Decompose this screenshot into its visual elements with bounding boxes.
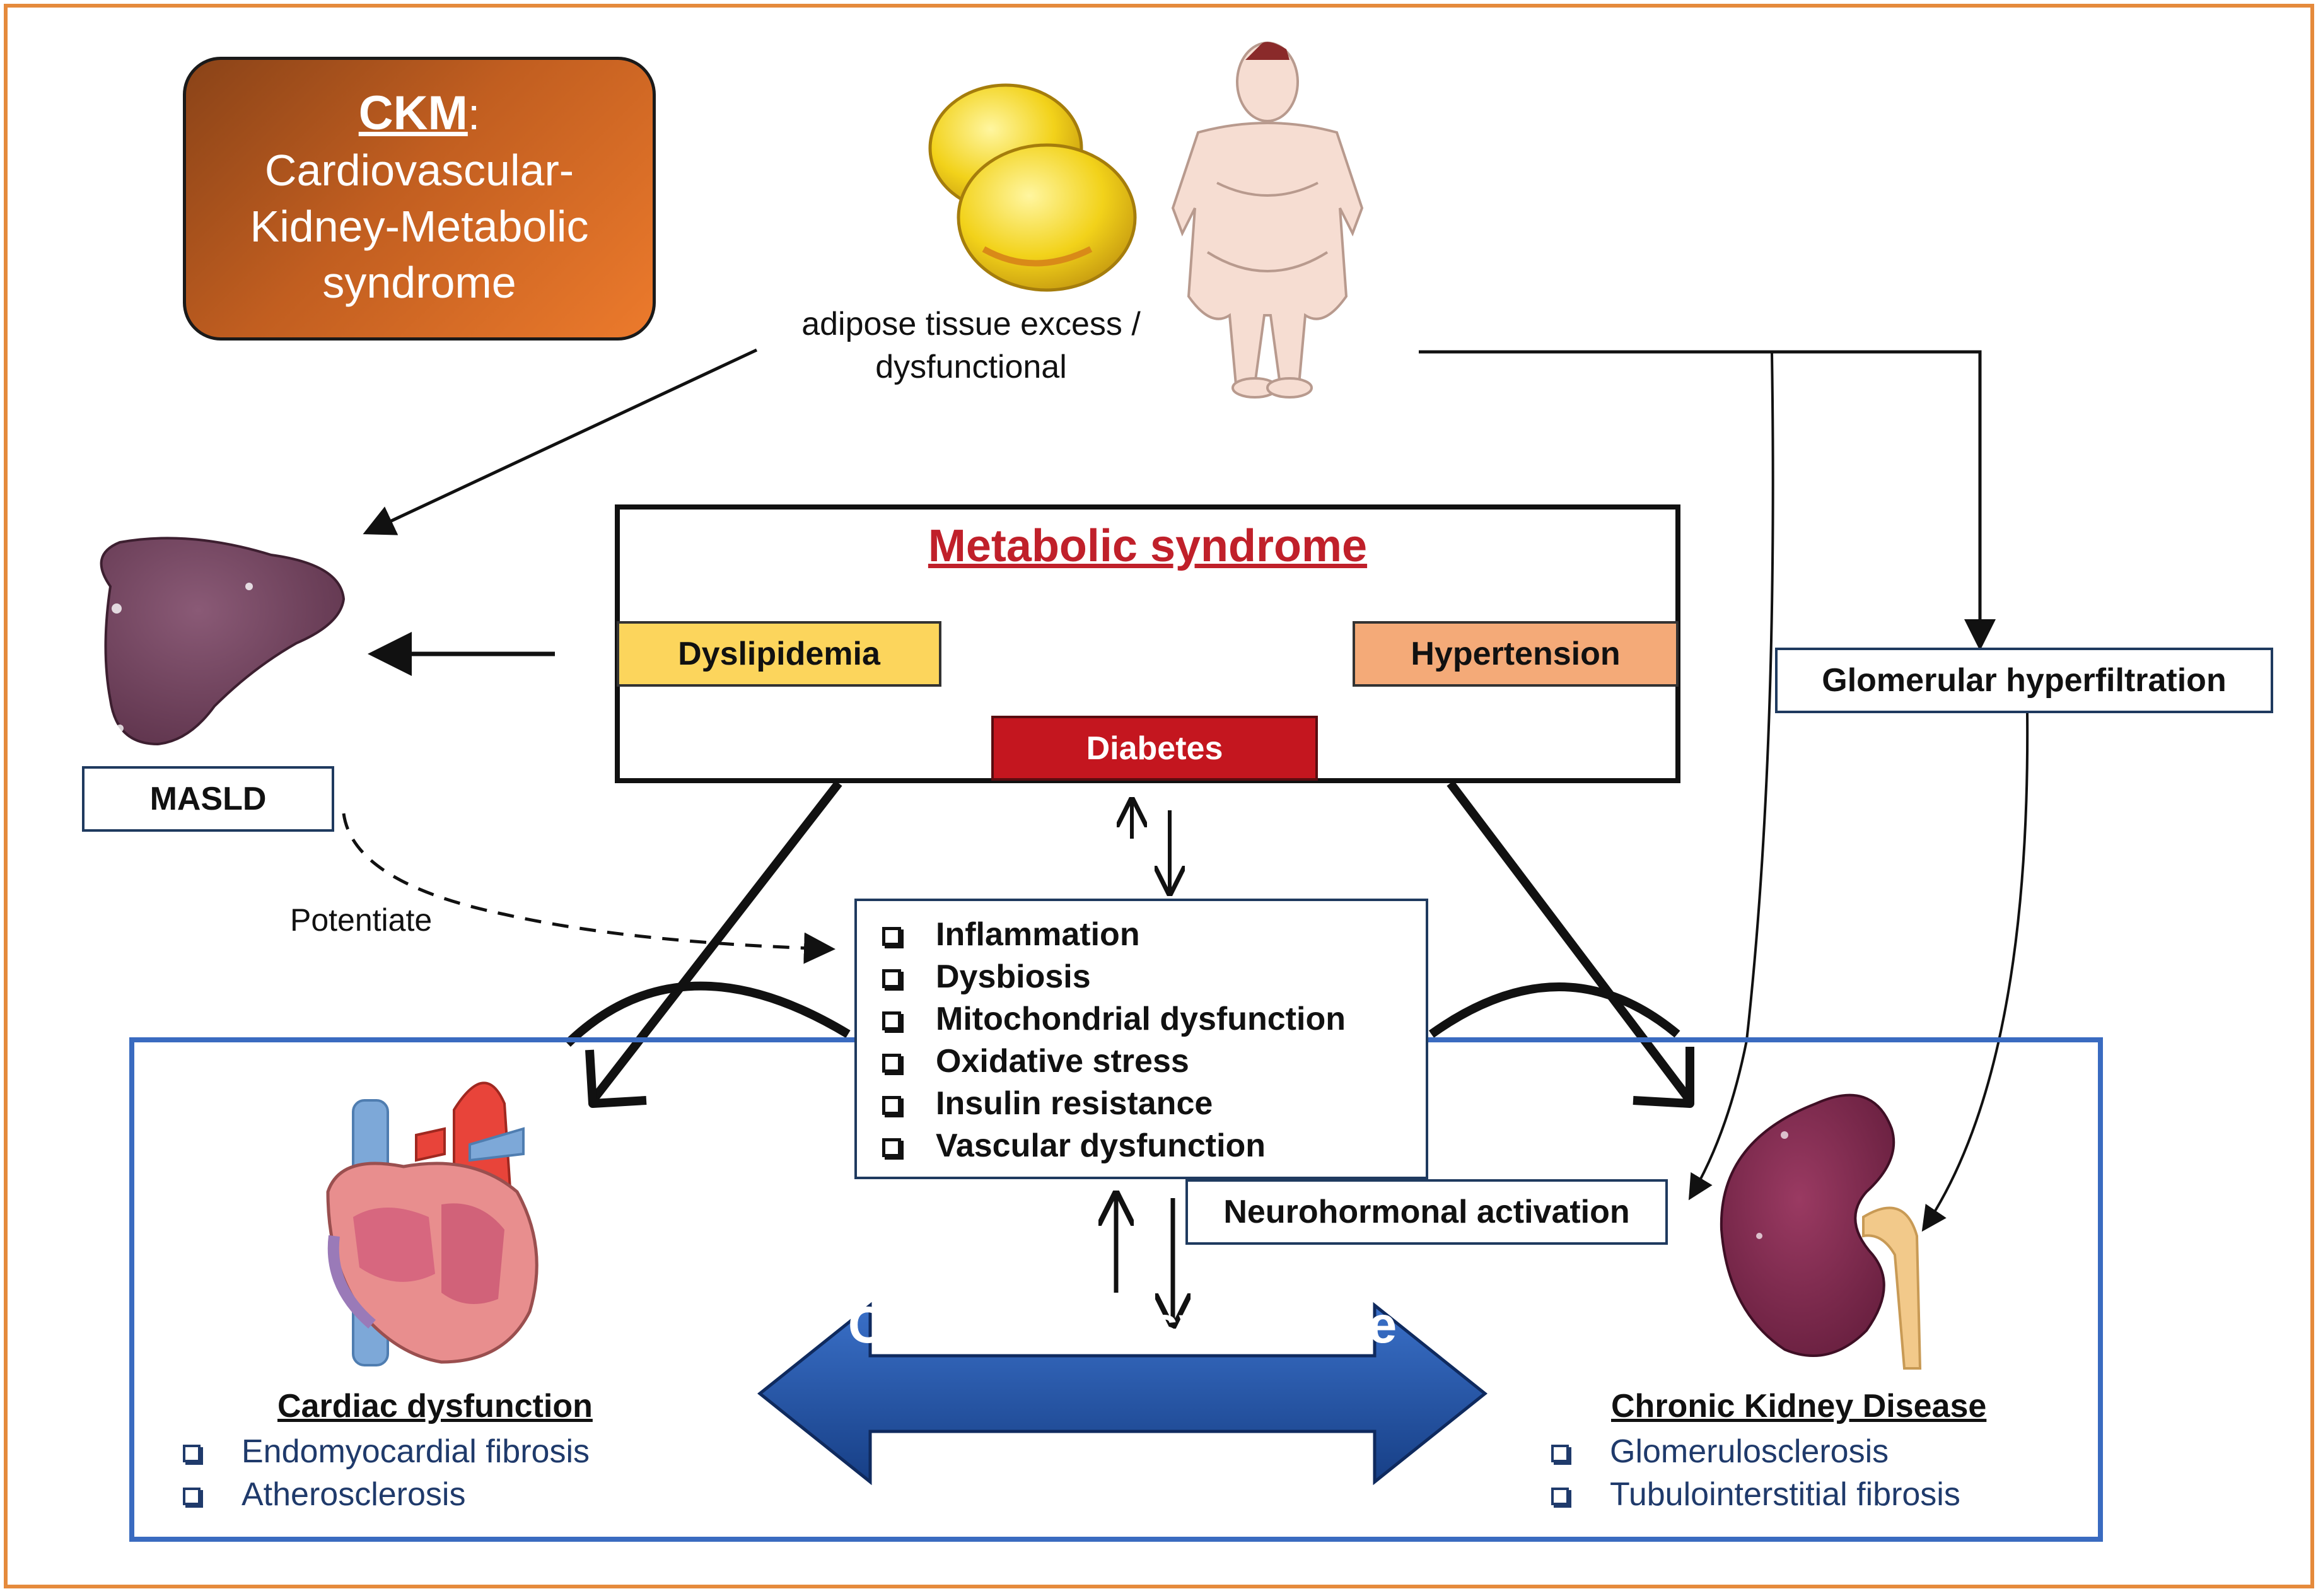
checkbox-icon [882,1138,901,1157]
mechanism-label: Inflammation [936,916,1140,953]
neurohormonal-activation-box: Neurohormonal activation [1185,1179,1668,1245]
ckm-title-box: CKM: Cardiovascular- Kidney-Metabolic sy… [183,57,656,341]
list-item: Tubulointerstitial fibrosis [1551,1473,1960,1516]
mechanisms-box: Inflammation Dysbiosis Mitochondrial dys… [854,899,1428,1179]
mechanism-label: Vascular dysfunction [936,1127,1266,1164]
kidney-icon [1720,1093,1922,1370]
list-item-label: Atherosclerosis [242,1476,466,1513]
adipose-caption: adipose tissue excess / dysfunctional [750,303,1192,388]
list-item-label: Endomyocardial fibrosis [242,1433,590,1470]
mechanism-item: Inflammation [882,914,1426,956]
diabetes-tag: Diabetes [991,716,1318,781]
checkbox-icon [882,927,901,946]
mechanism-item: Insulin resistance [882,1083,1426,1125]
arrow-metabolic-to-heart [589,780,842,1104]
cardiac-list: Endomyocardial fibrosis Atherosclerosis [183,1430,590,1516]
mechanism-label: Insulin resistance [936,1085,1213,1122]
arrow-adipose-to-kidney [1688,351,1774,1201]
checkbox-icon [183,1488,201,1505]
ckm-line-1: Cardiovascular- [264,146,574,195]
fat-cells-icon [928,83,1137,292]
mechanism-label: Mitochondrial dysfunction [936,1001,1346,1037]
list-item-label: Tubulointerstitial fibrosis [1610,1476,1960,1513]
liver-icon [100,537,346,746]
hypertension-tag: Hypertension [1353,621,1679,687]
checkbox-icon [882,969,901,988]
ckm-line-3: syndrome [322,258,516,307]
mechanism-item: Dysbiosis [882,956,1426,998]
potentiate-label: Potentiate [290,902,433,938]
ckd-list: Glomerulosclerosis Tubulointerstitial fi… [1551,1430,1960,1516]
heart-icon [326,1081,539,1366]
checkbox-icon [1551,1445,1569,1462]
checkbox-icon [183,1445,201,1462]
checkbox-icon [1551,1488,1569,1505]
arrow-glomerular-to-kidney [1921,713,2029,1232]
mechanism-label: Dysbiosis [936,958,1091,995]
ckm-colon: : [467,90,480,139]
potentiate-arrow [342,813,835,964]
updown-arrows-top [1132,801,1170,892]
list-item: Glomerulosclerosis [1551,1430,1960,1473]
cardiorenal-arrow [757,1302,1488,1486]
outer-frame [4,4,2314,1588]
cardiac-dysfunction-title: Cardiac dysfunction [277,1388,593,1424]
mechanism-label: Oxidative stress [936,1043,1189,1080]
obese-person-icon [1171,42,1364,399]
arrow-metabolic-to-kidney [1447,780,1694,1104]
checkbox-icon [882,1011,901,1030]
arc-left [564,981,851,1047]
ckm-line-2: Kidney-Metabolic [250,202,589,251]
updown-arrows-bottom [1116,1195,1173,1324]
arrow-adipose-to-liver [363,348,758,535]
checkbox-icon [882,1054,901,1073]
glomerular-hyperfiltration-box: Glomerular hyperfiltration [1775,648,2273,713]
list-item: Atherosclerosis [183,1473,590,1516]
list-item-label: Glomerulosclerosis [1610,1433,1889,1470]
checkbox-icon [882,1096,901,1115]
adipose-caption-line-2: dysfunctional [875,349,1067,385]
arrow-adipose-to-glomerular [1419,350,1996,651]
mechanism-item: Oxidative stress [882,1040,1426,1083]
metabolic-syndrome-title: Metabolic syndrome [928,521,1368,571]
ckd-title: Chronic Kidney Disease [1611,1388,1987,1424]
list-item: Endomyocardial fibrosis [183,1430,590,1473]
cardiorenal-syndrome-label: Cardiorenal syndrome [847,1296,1397,1354]
ckm-acronym: CKM [358,86,468,140]
adipose-caption-line-1: adipose tissue excess / [801,306,1141,342]
arc-right [1428,982,1680,1038]
mechanism-item: Mitochondrial dysfunction [882,998,1426,1040]
mechanism-item: Vascular dysfunction [882,1125,1426,1167]
dyslipidemia-tag: Dyslipidemia [617,621,941,687]
masld-box: MASLD [82,766,334,832]
